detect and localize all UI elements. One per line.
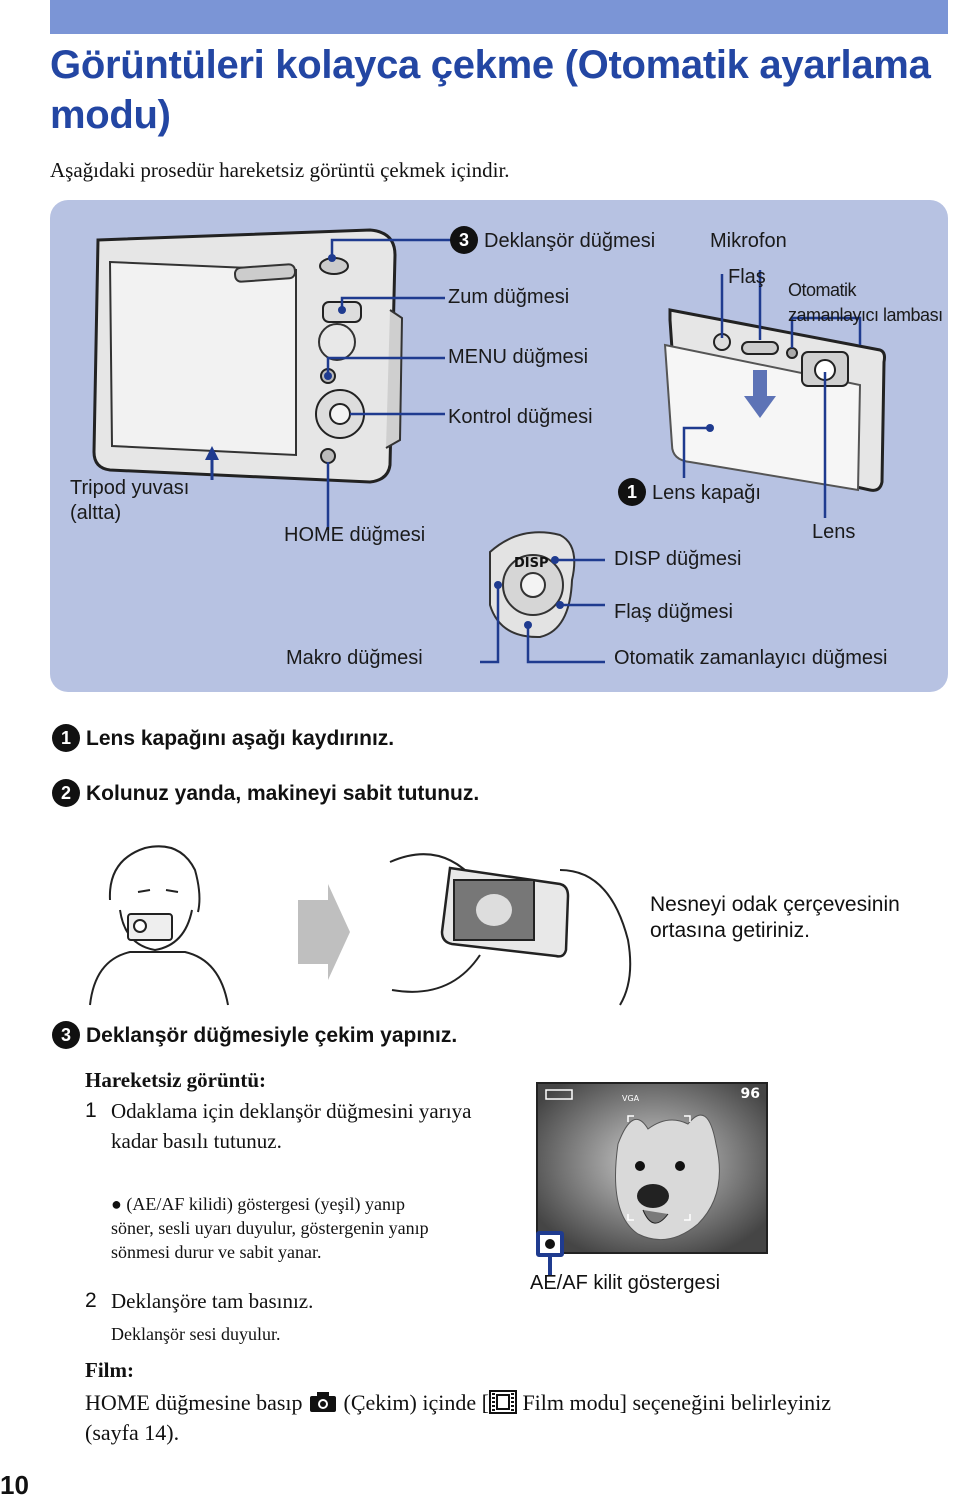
camera-back-illustration	[92, 228, 404, 484]
label-control: Kontrol düğmesi	[448, 406, 593, 428]
header-bar	[50, 0, 948, 34]
label-self-timer-button: Otomatik zamanlayıcı düğmesi	[614, 647, 888, 669]
ae-af-label: AE/AF kilit göstergesi	[530, 1272, 721, 1294]
film-instruction: HOME düğmesine basıp (Çekim) içinde [ Fi…	[85, 1390, 831, 1445]
label-home: HOME düğmesi	[284, 524, 426, 546]
label-flash-button: Flaş düğmesi	[614, 601, 733, 623]
shots-left: 96	[740, 1086, 760, 1102]
step-badge: 3	[450, 226, 478, 254]
ae-leader	[548, 1257, 552, 1275]
focus-note: Nesneyi odak çerçevesinin ortasına getir…	[650, 893, 900, 942]
label-tripod: Tripod yuvası(altta)	[70, 477, 190, 524]
lcd-screen: 96 VGA	[536, 1082, 768, 1254]
still-detail-2: Deklanşör sesi duyulur.	[111, 1324, 281, 1344]
arrow-right-icon	[298, 884, 350, 980]
label-macro: Makro düğmesi	[286, 647, 423, 669]
still-heading: Hareketsiz görüntü:	[85, 1068, 267, 1092]
intro-text: Aşağıdaki prosedür hareketsiz görüntü çe…	[50, 158, 510, 182]
still-detail-1: ● (AE/AF kilidi) göstergesi (yeşil) yanı…	[111, 1194, 429, 1262]
camera-front-illustration	[663, 308, 886, 492]
label-flash: Flaş	[728, 266, 766, 288]
page-title: Görüntüleri kolayca çekme (Otomatik ayar…	[50, 43, 931, 137]
film-icon	[488, 1390, 517, 1414]
camera-diagram: DISP	[92, 228, 886, 664]
film-heading: Film:	[85, 1358, 134, 1382]
label-microphone: Mikrofon	[710, 230, 787, 252]
holding-camera-illustration	[89, 845, 632, 1006]
dial-disp-text: DISP	[514, 556, 549, 571]
image-size: VGA	[622, 1094, 640, 1103]
page-number: 10	[0, 1470, 29, 1499]
arrow-down-icon	[744, 370, 776, 418]
arrow-up-icon	[205, 446, 219, 480]
camera-icon	[310, 1392, 337, 1412]
control-dial-illustration: DISP	[489, 531, 576, 639]
label-lens: Lens	[812, 521, 856, 543]
step-badge: 1	[618, 478, 646, 506]
dog-photo	[538, 1084, 766, 1252]
ae-af-lock-icon	[536, 1231, 564, 1257]
label-zoom: Zum düğmesi	[448, 286, 570, 308]
label-menu: MENU düğmesi	[448, 346, 589, 368]
label-disp: DISP düğmesi	[614, 548, 742, 570]
